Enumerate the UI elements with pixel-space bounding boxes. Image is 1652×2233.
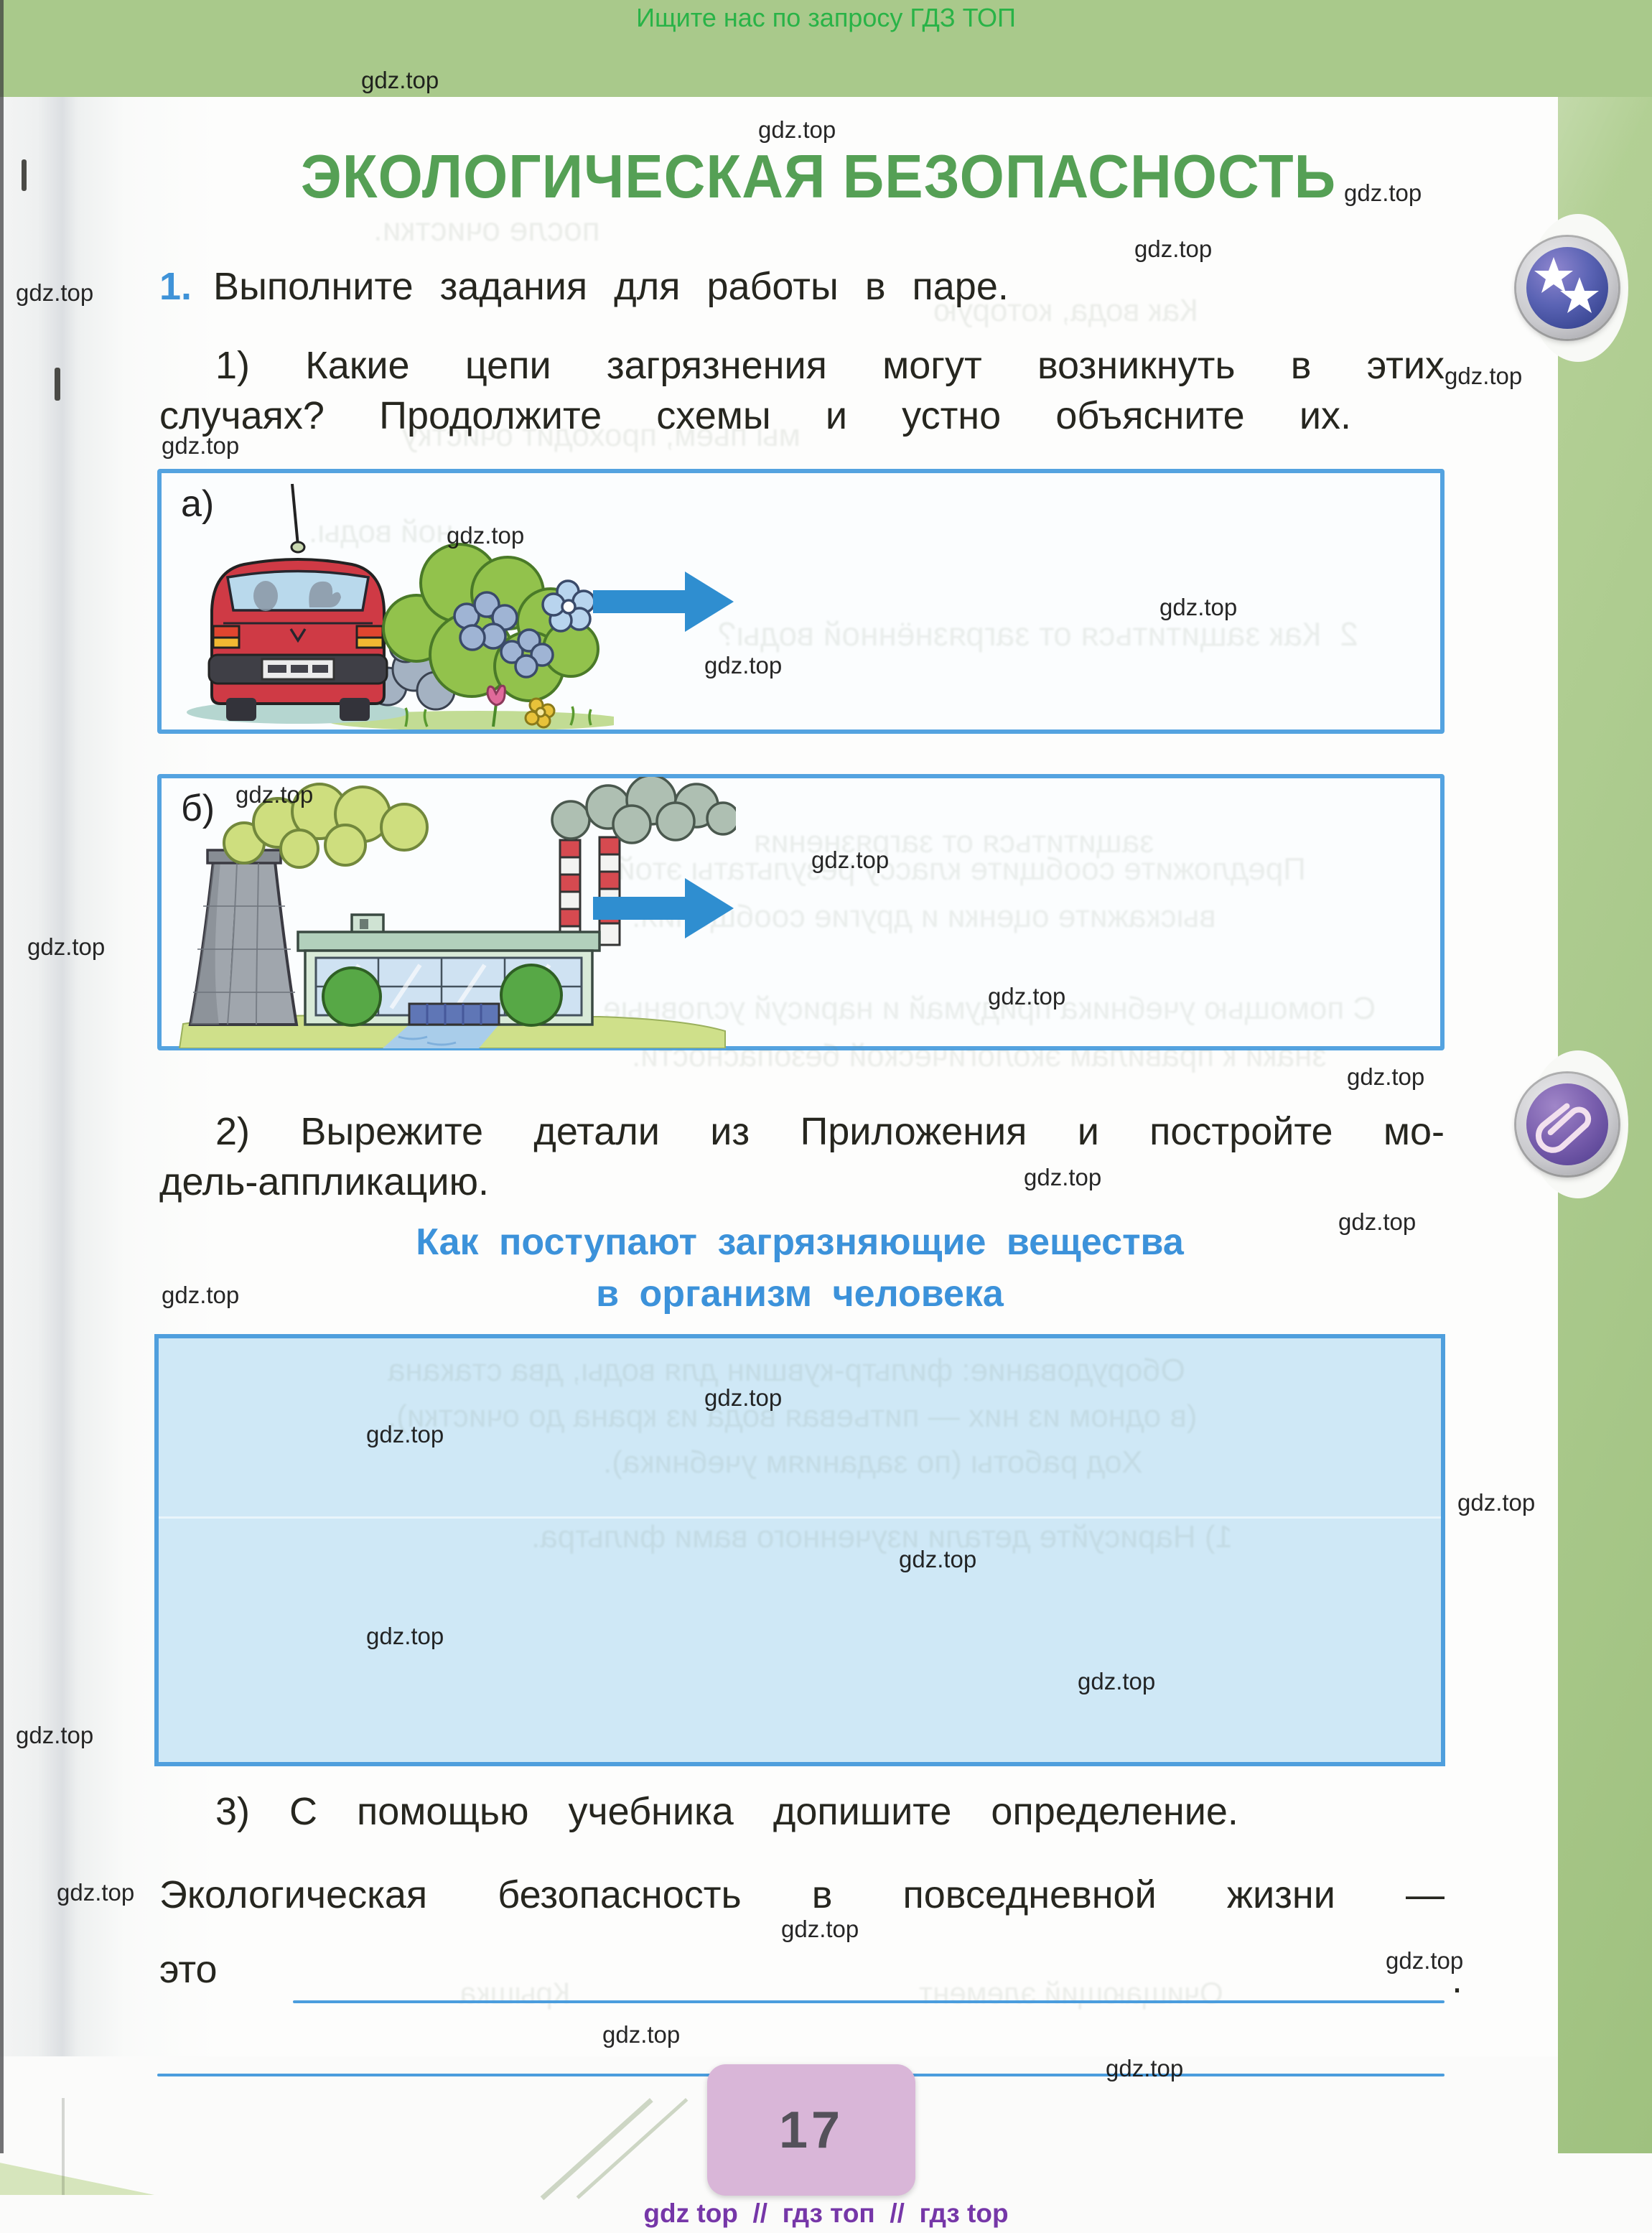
arrow-right-icon <box>593 878 734 938</box>
watermark: gdz.top <box>988 983 1066 1010</box>
watermark: gdz.top <box>1134 236 1213 262</box>
watermark: gdz.top <box>16 279 94 306</box>
watermark: gdz.top <box>235 781 314 808</box>
scheme-box-b-label: б) <box>181 788 215 829</box>
bleed-through-text: после очистки. <box>373 210 600 248</box>
bleed-through-text: знаки к правилам экологической безопасно… <box>632 1038 1327 1073</box>
two-stars-icon <box>1526 247 1608 329</box>
scan-edge-line <box>0 0 4 2153</box>
watermark: gdz.top <box>1457 1489 1536 1516</box>
passenger-silhouette <box>253 581 278 611</box>
watermark: gdz.top <box>781 1916 859 1942</box>
page-title: ЭКОЛОГИЧЕСКАЯ БЕЗОПАСНОСТЬ <box>300 141 1337 211</box>
definition-word: это <box>159 1948 218 1991</box>
page-number-tab: 17 <box>707 2064 915 2196</box>
watermark: gdz.top <box>366 1421 444 1448</box>
arrow-right-icon <box>593 572 734 632</box>
definition-period: . <box>1452 1958 1463 2001</box>
watermark: gdz.top <box>16 1722 94 1748</box>
water-stream <box>383 1025 499 1048</box>
tulip-icon <box>486 684 506 727</box>
watermark: gdz.top <box>1445 363 1523 389</box>
striped-chimney <box>559 836 621 946</box>
corner-fold <box>0 2163 154 2195</box>
watermark: gdz.top <box>27 933 106 960</box>
definition-line: Экологическая безопасность в повседневно… <box>159 1873 1445 1916</box>
footer-site-line: gdz top // гдз топ // гдз top <box>643 2199 1009 2228</box>
watermark: gdz.top <box>162 1282 240 1308</box>
watermark: gdz.top <box>162 432 240 459</box>
watermark: gdz.top <box>1106 2055 1184 2082</box>
task1-intro-text: Выполните задания для работы в паре. <box>213 265 1009 308</box>
car-emblem <box>289 628 307 643</box>
fold-streak <box>540 2098 653 2201</box>
watermark: gdz.top <box>1024 1164 1102 1190</box>
page-number: 17 <box>778 2101 844 2159</box>
pair-work-badge <box>1516 237 1618 339</box>
red-car <box>207 483 388 721</box>
bleed-through-text: 2 Как защититься от загрязнённой воды? <box>718 615 1358 653</box>
watermark: gdz.top <box>704 1384 783 1411</box>
watermark: gdz.top <box>1159 594 1238 620</box>
watermark: gdz.top <box>361 67 439 93</box>
tree-icon <box>322 964 563 1027</box>
applique-title-line1: Как поступают загрязняющие вещества <box>416 1221 1184 1263</box>
bleed-through-text: (в одном из них — питьевая вода из крана… <box>388 1399 1198 1434</box>
watermark: gdz.top <box>1338 1208 1417 1235</box>
task1-q1-line1: 1) Какие цепи загрязнения могут возникну… <box>215 344 1445 387</box>
watermark: gdz.top <box>1386 1947 1464 1974</box>
entrance <box>408 1002 500 1026</box>
applique-box-seam <box>159 1516 1441 1519</box>
bleed-through-text: Очищающий элемент <box>919 1976 1223 2010</box>
watermark: gdz.top <box>704 652 783 679</box>
task1-q1-line2: случаях? Продолжите схемы и устно объясн… <box>159 394 1351 437</box>
background-green-bottom-band <box>0 0 1652 97</box>
promo-link: Ищите нас по запросу ГДЗ ТОП <box>636 3 1016 32</box>
watermark: gdz.top <box>899 1546 977 1572</box>
grass-blades <box>404 706 592 727</box>
bleed-through-text: Оборудование: фильтр-кувшин для воды, дв… <box>388 1353 1185 1388</box>
applique-title-line2: в организм человека <box>596 1273 1004 1315</box>
car-wheel <box>340 698 370 721</box>
license-plate-text <box>268 665 328 673</box>
spine-shadow <box>62 2098 65 2195</box>
watermark: gdz.top <box>602 2021 681 2048</box>
passenger-silhouette <box>309 581 341 607</box>
yellow-flower-icon <box>524 697 556 729</box>
chimney-smoke-icon <box>551 777 736 844</box>
paperclip-icon <box>1526 1083 1608 1165</box>
grey-smoke-flowers <box>453 591 554 679</box>
car-antenna <box>291 483 299 546</box>
bleed-through-text: Ход работы (по заданиям учебника). <box>603 1445 1143 1480</box>
tower-smoke-icon <box>223 783 429 869</box>
task1-q2-line2: дель-аппликацию. <box>159 1160 489 1203</box>
task1-number: 1. <box>159 265 192 308</box>
watermark: gdz.top <box>1078 1668 1156 1694</box>
car-wheel <box>226 698 256 721</box>
bleed-through-text: 1) Нарисуйте детали изученного вами филь… <box>531 1519 1233 1554</box>
watermark: gdz.top <box>366 1623 444 1649</box>
task1-q2-line1: 2) Вырежите детали из Приложения и постр… <box>215 1110 1445 1153</box>
car-taillights <box>212 625 384 649</box>
applique-model-box <box>154 1334 1445 1766</box>
car-rear-window <box>225 569 370 612</box>
watermark: gdz.top <box>1344 180 1422 206</box>
watermark: gdz.top <box>57 1879 135 1906</box>
watermark: gdz.top <box>447 522 525 549</box>
watermark: gdz.top <box>758 116 836 143</box>
bleed-through-text: Крышка <box>459 1976 571 2010</box>
task1-intro-line: 1. Выполните задания для работы в паре. <box>159 264 1009 309</box>
cooling-tower <box>188 849 299 1026</box>
appendix-badge <box>1516 1073 1618 1175</box>
scan-artifact <box>55 368 60 401</box>
watermark: gdz.top <box>811 847 890 873</box>
factory-pollution-illustration <box>178 777 736 1048</box>
task1-q3: 3) С помощью учебника допишите определен… <box>215 1790 1238 1833</box>
writing-line <box>293 2000 1445 2003</box>
scheme-box-a-label: а) <box>181 483 215 525</box>
watermark: gdz.top <box>1347 1063 1425 1090</box>
car-pollution-illustration <box>187 483 614 729</box>
roof-band <box>297 931 601 952</box>
scan-artifact <box>22 159 27 191</box>
